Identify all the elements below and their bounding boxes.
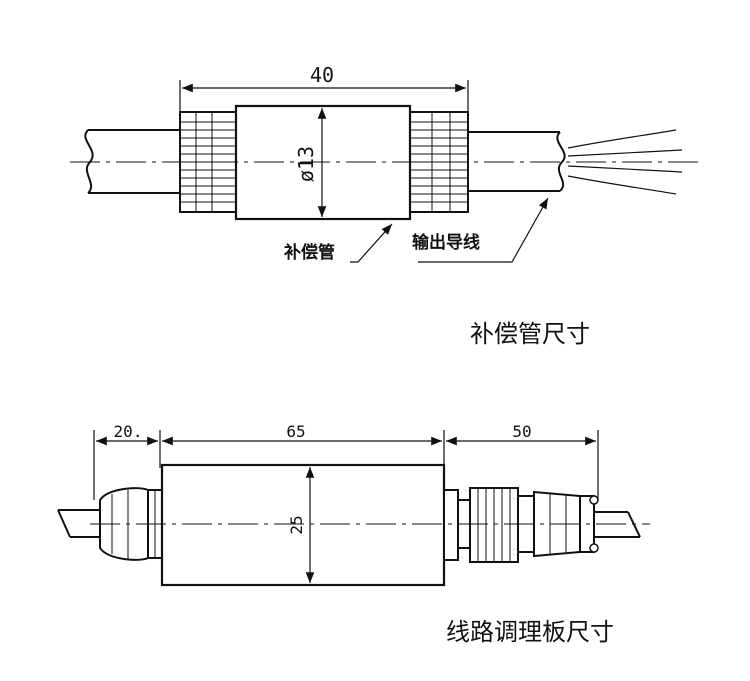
dim-diameter-label: ø13 bbox=[294, 146, 318, 182]
dim-diameter-board-label: 25 bbox=[287, 515, 306, 534]
label-output-wire: 输出导线 bbox=[412, 232, 480, 253]
dim-right-label: 50 bbox=[512, 422, 531, 441]
compensation-tube-drawing bbox=[70, 80, 700, 263]
left-cable bbox=[57, 509, 100, 538]
caption-conditioning-board: 线路调理板尺寸 bbox=[446, 618, 614, 646]
conditioning-board-drawing bbox=[57, 430, 650, 587]
caption-compensation-tube: 补偿管尺寸 bbox=[470, 320, 590, 348]
dimension-chain bbox=[93, 430, 599, 500]
connector bbox=[443, 487, 599, 563]
dim-body-label: 65 bbox=[286, 422, 305, 441]
label-compensation-tube: 补偿管 bbox=[283, 242, 335, 263]
right-pipe bbox=[468, 131, 566, 192]
output-wires bbox=[567, 129, 683, 195]
dimension-length bbox=[179, 80, 469, 112]
dim-left-label: 20. bbox=[114, 422, 143, 441]
cable-gland bbox=[99, 487, 163, 561]
leader-output-wire bbox=[418, 197, 549, 263]
leader-tube bbox=[350, 223, 393, 263]
dim-length-label: 40 bbox=[310, 63, 334, 87]
